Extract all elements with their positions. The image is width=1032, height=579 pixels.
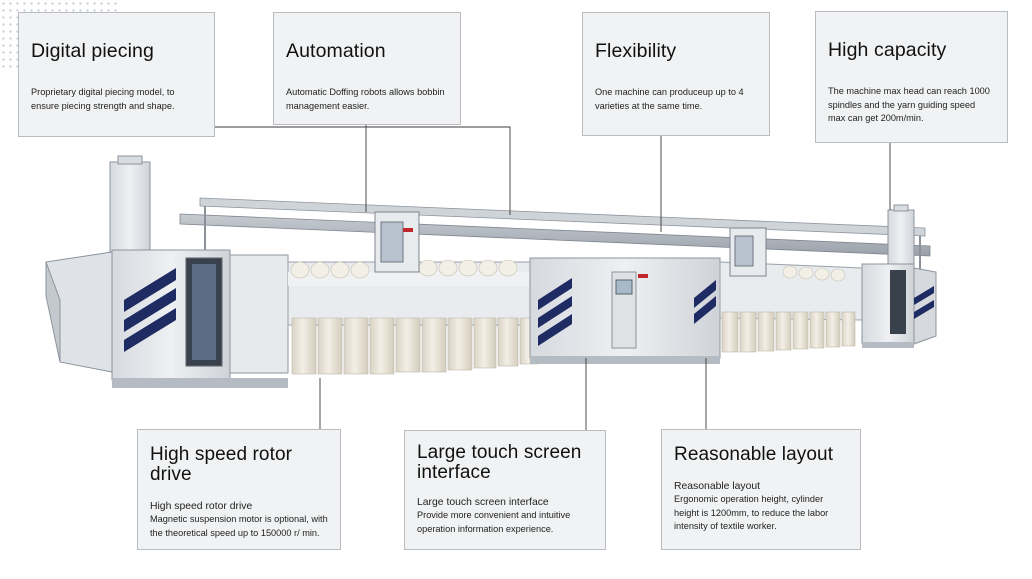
touch-screen-subtitle: Large touch screen interface xyxy=(417,497,549,508)
high-speed-rotor-title: High speed rotor drive xyxy=(150,444,293,485)
yarn-cans-right xyxy=(721,311,856,353)
left-end-cabinet xyxy=(45,249,289,388)
reasonable-layout-subtitle: Reasonable layout xyxy=(674,481,761,492)
high-speed-rotor-subtitle: High speed rotor drive xyxy=(150,501,253,512)
yarn-spools-right xyxy=(782,265,846,282)
right-doffing-robot xyxy=(729,227,767,277)
left-spindle-section xyxy=(287,259,539,375)
left-chimney xyxy=(109,155,151,258)
touch-screen-card: Large touch screen interface Large touch… xyxy=(404,430,606,550)
high-speed-rotor-desc: Magnetic suspension motor is optional, w… xyxy=(150,514,328,538)
reasonable-layout-desc: Ergonomic operation height, cylinder hei… xyxy=(674,494,829,531)
right-chimney xyxy=(887,204,915,269)
digital-piecing-desc: Proprietary digital piecing model, to en… xyxy=(31,87,175,111)
yarn-cans-left xyxy=(291,317,539,375)
flexibility-desc: One machine can produceup up to 4 variet… xyxy=(595,87,744,111)
digital-piecing-card: Digital piecing Proprietary digital piec… xyxy=(18,12,215,137)
high-capacity-title: High capacity xyxy=(828,39,947,61)
right-end-cabinet xyxy=(861,263,937,348)
high-speed-rotor-card: High speed rotor drive High speed rotor … xyxy=(137,429,341,550)
digital-piecing-title: Digital piecing xyxy=(31,40,154,62)
left-doffing-robot xyxy=(374,211,420,273)
touch-screen-desc: Provide more convenient and intuitive op… xyxy=(417,510,571,534)
reasonable-layout-title: Reasonable layout xyxy=(674,444,834,465)
automation-desc: Automatic Doffing robots allows bobbin m… xyxy=(286,87,445,111)
flexibility-title: Flexibility xyxy=(595,40,677,62)
reasonable-layout-card: Reasonable layout Reasonable layout Ergo… xyxy=(661,429,861,550)
center-control-cabinet xyxy=(529,257,721,364)
automation-title: Automation xyxy=(286,40,386,62)
automation-card: Automation Automatic Doffing robots allo… xyxy=(273,12,461,125)
touch-screen-title: Large touch screen interface xyxy=(417,442,582,483)
flexibility-card: Flexibility One machine can produceup up… xyxy=(582,12,770,136)
yarn-spools-top xyxy=(290,259,518,279)
high-capacity-desc: The machine max head can reach 1000 spin… xyxy=(828,86,990,123)
high-capacity-card: High capacity The machine max head can r… xyxy=(815,11,1008,143)
